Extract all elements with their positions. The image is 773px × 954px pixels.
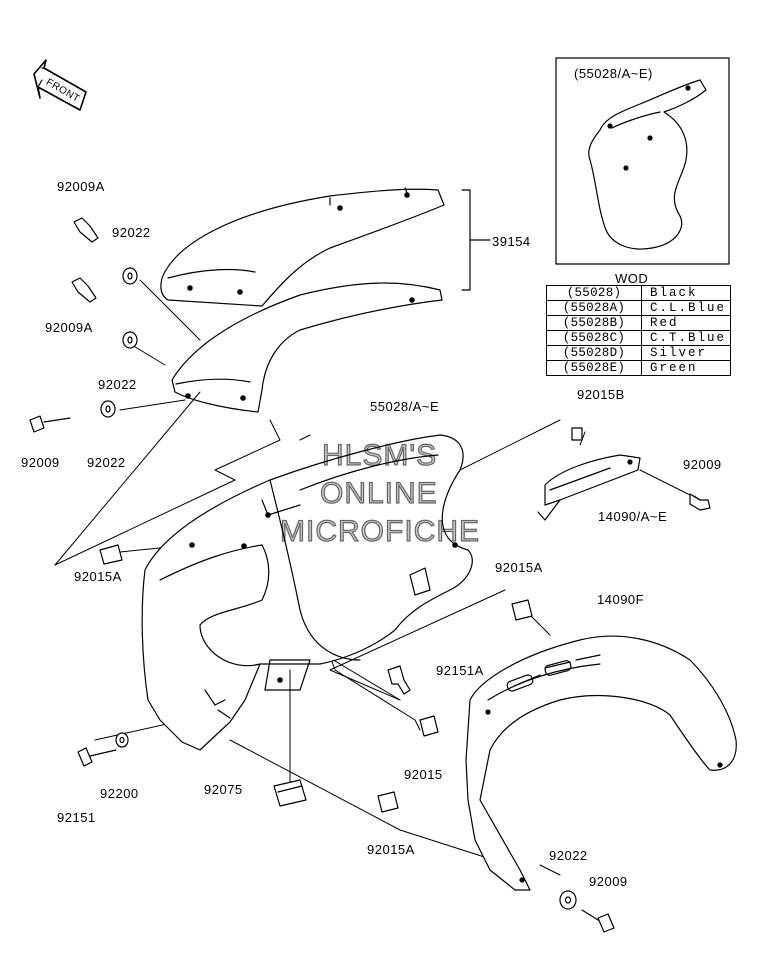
part-label-92022-left: 92022 <box>87 455 126 470</box>
bracket-14090AE <box>537 454 641 521</box>
part-label-92075: 92075 <box>204 782 243 797</box>
part-label-55028: 55028/A~E <box>370 399 440 414</box>
part-label-39154: 39154 <box>492 234 531 249</box>
wod-row: (55028)Black <box>546 285 732 301</box>
part-label-92009-right: 92009 <box>683 457 722 472</box>
watermark-line3: MICROFICHE <box>279 515 480 548</box>
wod-row: (55028E)Green <box>546 360 732 376</box>
inset-title: (55028/A~E) <box>574 66 653 81</box>
part-label-14090F: 14090F <box>597 592 645 607</box>
wod-code: (55028A) <box>546 300 642 316</box>
wod-code: (55028E) <box>546 360 642 376</box>
wod-row: (55028C)C.T.Blue <box>546 330 732 346</box>
part-label-92015: 92015 <box>404 767 443 782</box>
wod-color: Red <box>640 315 732 331</box>
windshield-lower-panel <box>171 282 443 413</box>
inset-part-icon <box>588 79 707 250</box>
clip-92015B <box>571 427 583 441</box>
part-label-92022-bottom: 92022 <box>549 848 588 863</box>
part-label-92200: 92200 <box>100 786 139 801</box>
part-label-92151: 92151 <box>57 810 96 825</box>
wod-code: (55028D) <box>546 345 642 361</box>
wod-color: Green <box>640 360 732 376</box>
screw-92009-right <box>689 493 711 511</box>
watermark-line2: ONLINE <box>319 477 438 510</box>
wod-row: (55028B)Red <box>546 315 732 331</box>
part-label-92015A-bottom: 92015A <box>367 842 415 857</box>
part-label-92015A-left: 92015A <box>74 569 122 584</box>
wod-table: (55028)Black (55028A)C.L.Blue (55028B)Re… <box>546 285 732 376</box>
wod-title: WOD <box>615 271 649 286</box>
front-arrow-icon <box>33 59 87 111</box>
wod-row: (55028D)Silver <box>546 345 732 361</box>
upper-cowl-55028 <box>141 434 473 751</box>
grab-rail-14090F <box>465 635 737 891</box>
hardware-items <box>29 217 615 933</box>
part-label-92015A-mid: 92015A <box>495 560 543 575</box>
part-label-92022-mid: 92022 <box>98 377 137 392</box>
wod-code: (55028B) <box>546 315 642 331</box>
wod-color: C.T.Blue <box>640 330 732 346</box>
wod-code: (55028C) <box>546 330 642 346</box>
wod-color: Black <box>640 285 732 301</box>
part-label-92009A-mid: 92009A <box>45 320 93 335</box>
wod-row: (55028A)C.L.Blue <box>546 300 732 316</box>
part-label-14090AE: 14090/A~E <box>598 509 668 524</box>
windshield-39154 <box>160 187 445 307</box>
part-label-92009-bottom: 92009 <box>589 874 628 889</box>
leader-39154 <box>461 189 491 291</box>
wod-color: C.L.Blue <box>640 300 732 316</box>
part-label-92015B: 92015B <box>577 387 625 402</box>
watermark-line1: HLSM'S <box>321 439 438 472</box>
wod-code: (55028) <box>546 285 642 301</box>
wod-color: Silver <box>640 345 732 361</box>
part-label-92009-left: 92009 <box>21 455 60 470</box>
part-label-92022-top: 92022 <box>112 225 151 240</box>
part-label-92009A-top: 92009A <box>57 179 105 194</box>
part-label-92151A: 92151A <box>436 663 484 678</box>
